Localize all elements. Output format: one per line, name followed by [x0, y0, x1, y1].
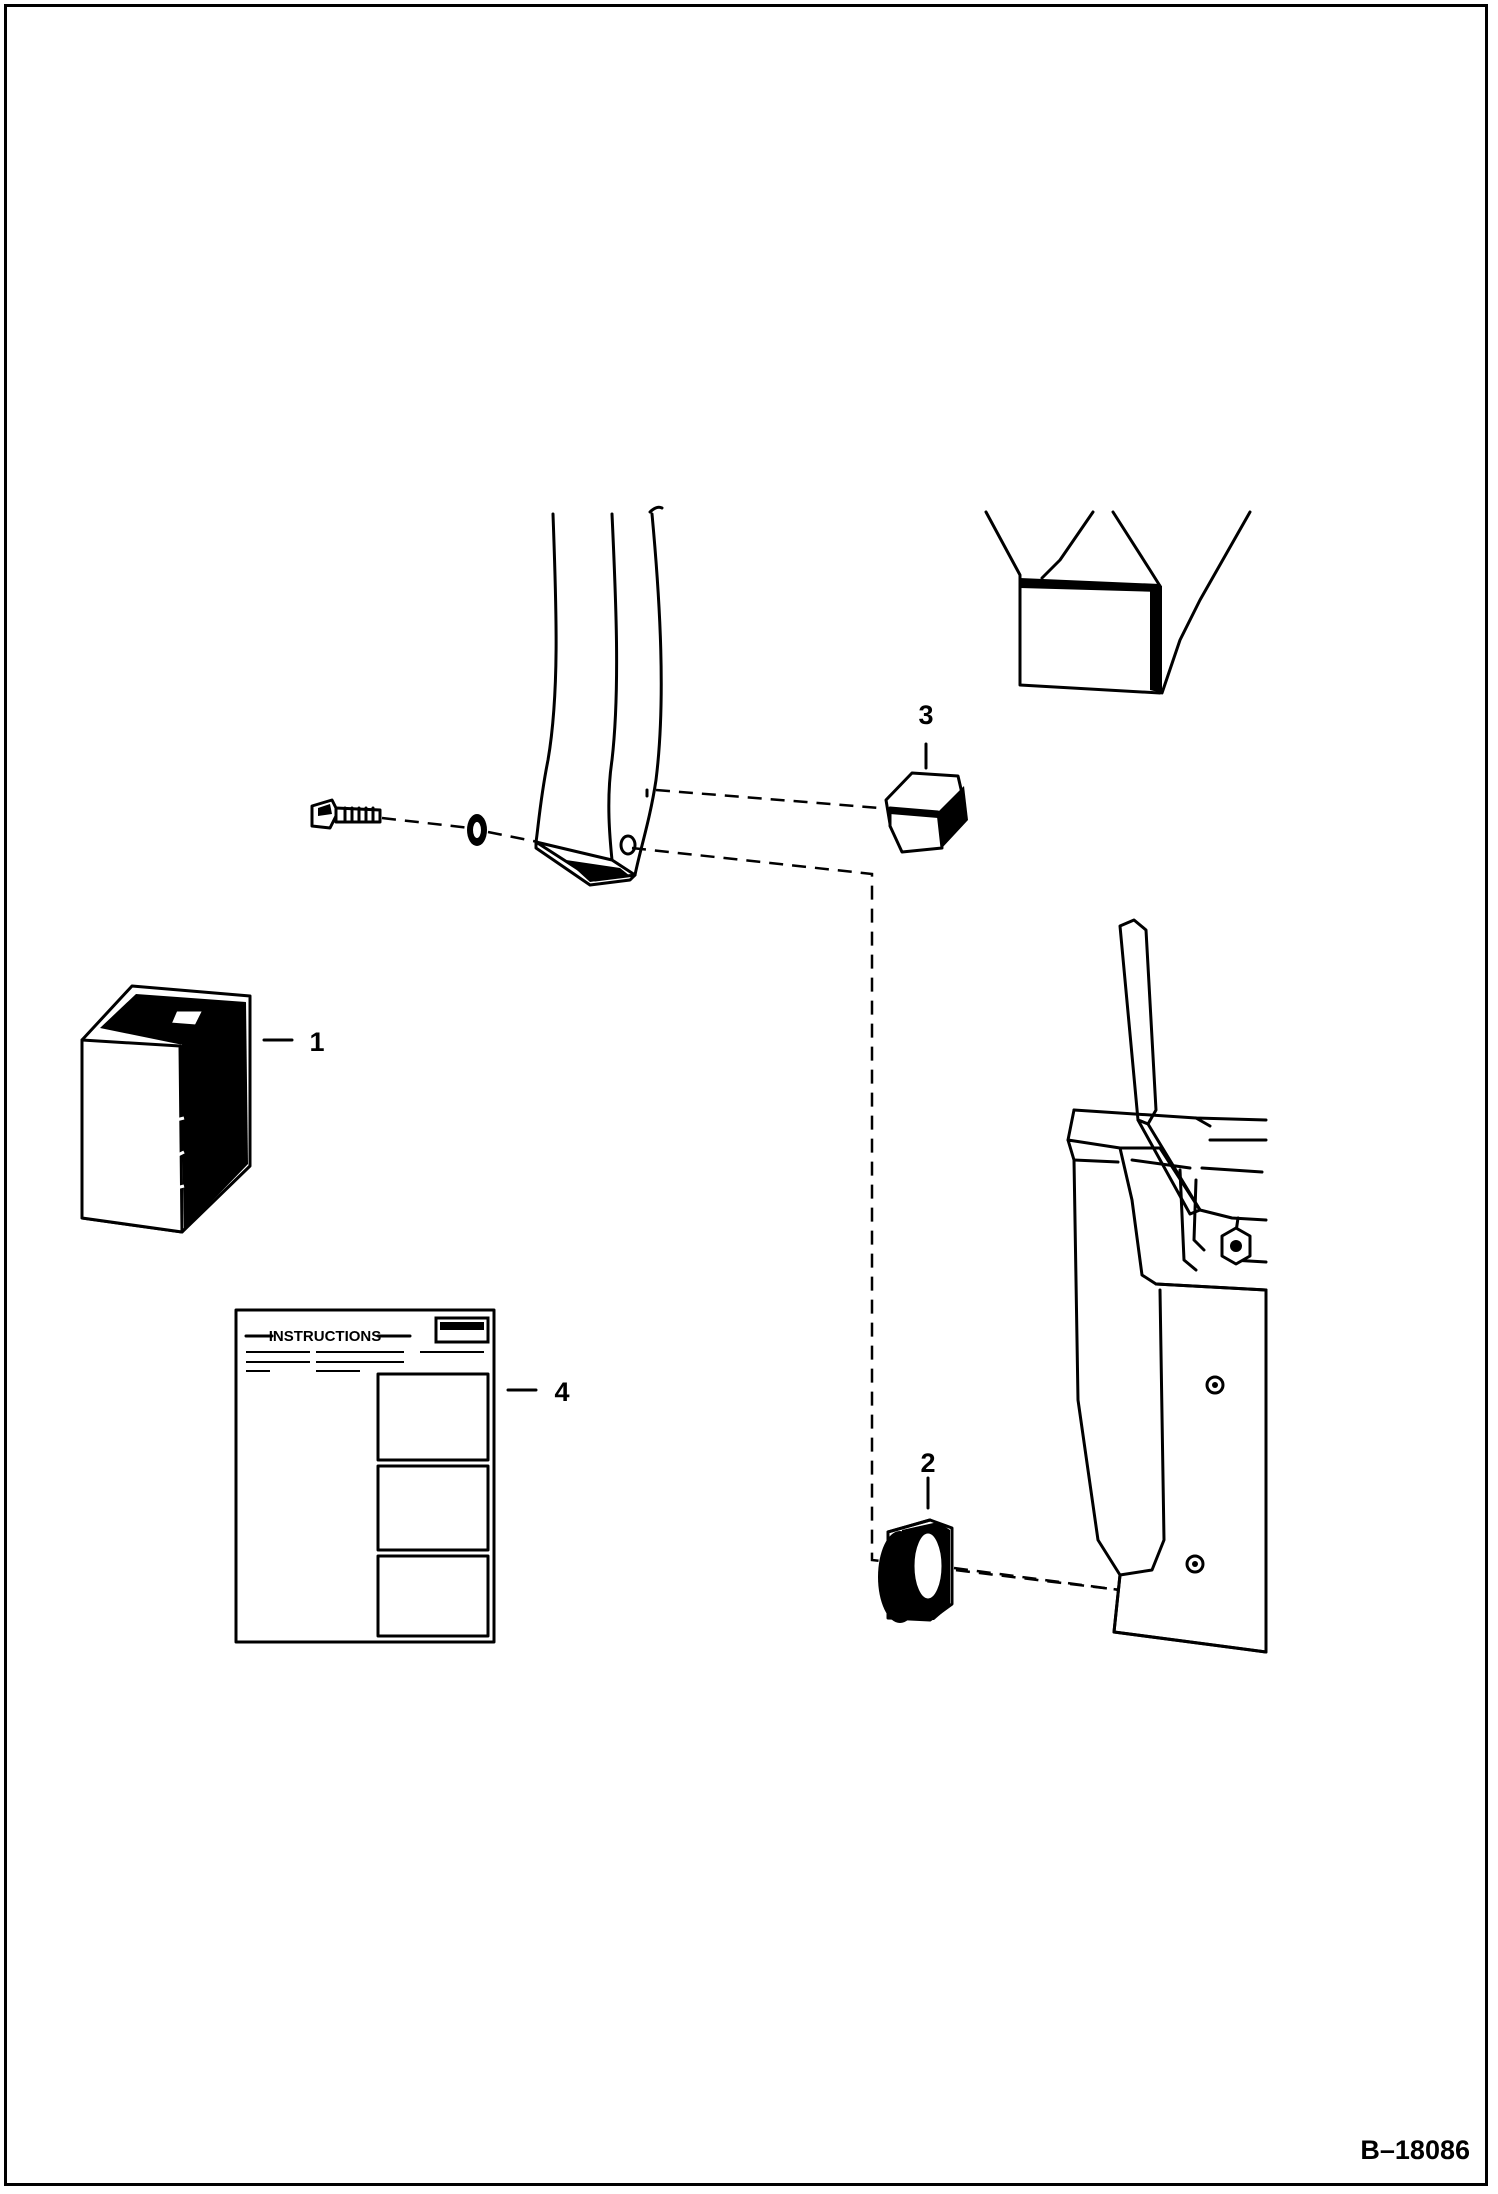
callout-2: 2	[920, 1448, 935, 1478]
callout-4: 4	[554, 1377, 569, 1407]
callout-1: 1	[309, 1027, 324, 1057]
washer	[467, 814, 487, 846]
upper-frame-corner	[984, 510, 1252, 695]
part-2-bushing	[878, 1518, 954, 1623]
part-4-instruction-sheet: INSTRUCTIONS	[234, 1308, 496, 1644]
handle-bar	[534, 505, 664, 887]
part-3-block	[884, 771, 968, 854]
instruction-sheet-title: INSTRUCTIONS	[269, 1328, 382, 1345]
callout-3: 3	[918, 700, 933, 730]
mounting-bracket	[1066, 918, 1268, 1654]
diagram-border	[4, 4, 1488, 2186]
part-1-box	[80, 984, 252, 1234]
bolt	[310, 798, 382, 830]
figure-id: B–18086	[1360, 2135, 1470, 2165]
